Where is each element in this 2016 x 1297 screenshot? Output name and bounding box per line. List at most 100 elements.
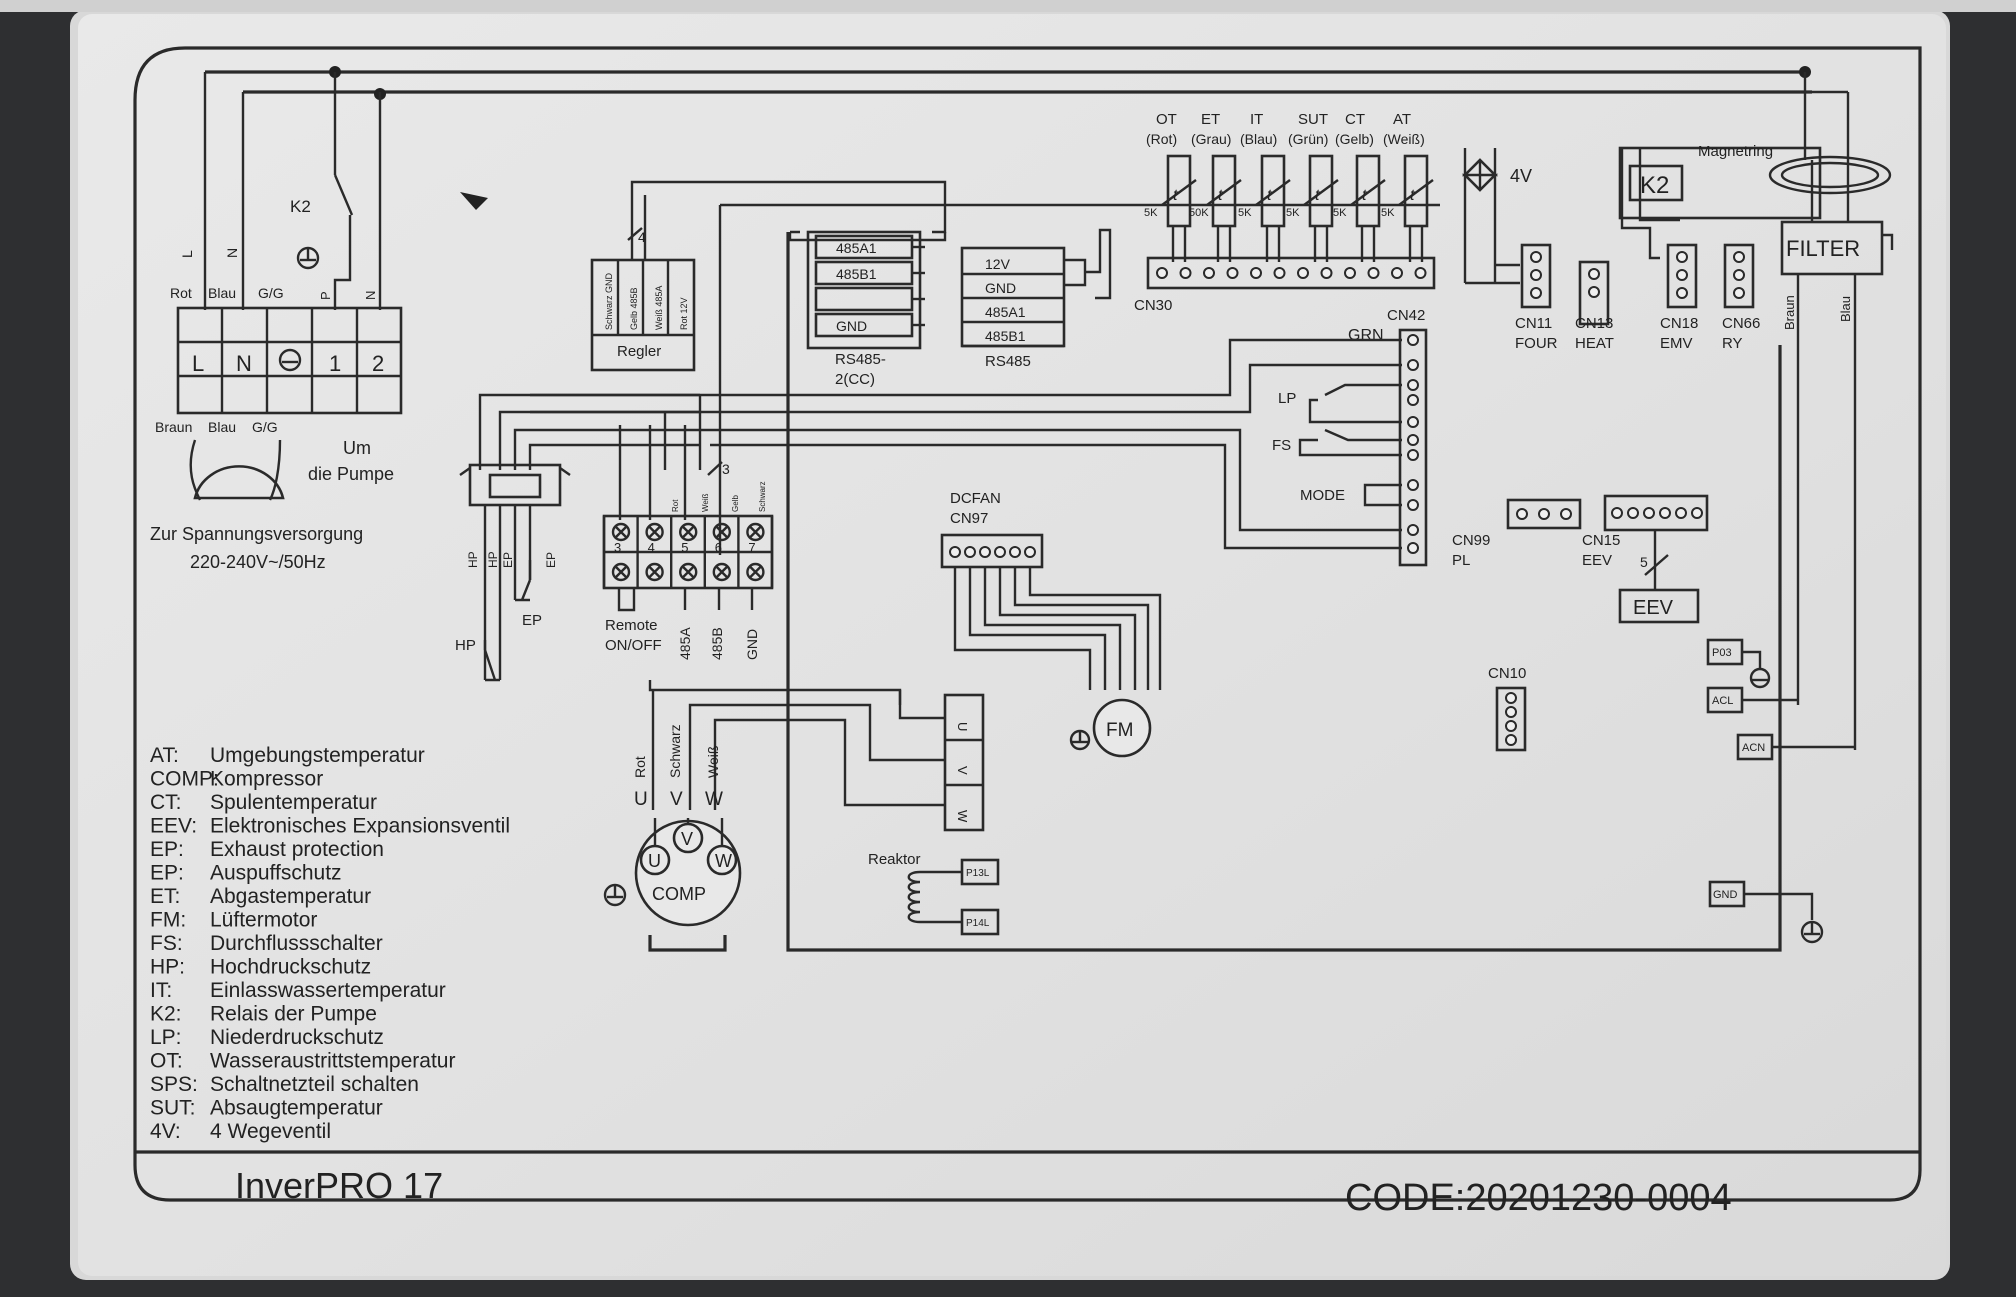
regler-wire-count: 4 — [638, 229, 646, 245]
legend: AT:UmgebungstemperaturCOMP:KompressorCT:… — [150, 744, 510, 1143]
uvw-connector: U V W — [651, 690, 985, 832]
cn99-name: PL — [1452, 552, 1470, 569]
legend-value: Schaltnetzteil schalten — [210, 1073, 419, 1096]
sensor-color: (Rot) — [1146, 131, 1177, 147]
pump-label-2: die Pumpe — [308, 464, 394, 484]
legend-value: Durchflussschalter — [210, 932, 383, 955]
top-connector-pin — [1530, 287, 1542, 299]
bottom-label-braun: Braun — [155, 419, 192, 435]
top-connector-pin — [1676, 269, 1688, 281]
reaktor: Reaktor P13L P14L — [868, 851, 1000, 936]
cn97-pin — [1009, 546, 1021, 558]
legend-key: COMP: — [150, 768, 219, 791]
comp-color-weiss: Weiß — [705, 746, 721, 778]
cn10-connector: CN10 — [1488, 665, 1526, 752]
term-gnd: GND — [1713, 889, 1738, 901]
legend-key: HP: — [150, 956, 185, 979]
cn30-pin — [1320, 267, 1333, 279]
tb-screw-cross — [614, 525, 628, 539]
term-acn: ACN — [1742, 742, 1765, 754]
cn42-pin — [1407, 524, 1419, 536]
legend-value: Auspuffschutz — [210, 862, 342, 885]
hp-label: HP — [455, 637, 476, 654]
tb-screw-cross — [647, 565, 662, 579]
top-connector-name: HEAT — [1575, 335, 1614, 352]
sensor-code: CT — [1345, 111, 1365, 128]
top-connector-cn: CN18 — [1660, 315, 1698, 332]
legend-key: IT: — [150, 979, 172, 1002]
regler-label: Regler — [617, 343, 661, 360]
cn42-fs: FS — [1272, 437, 1291, 454]
top-connector-name: FOUR — [1515, 335, 1558, 352]
line-label-l: L — [179, 250, 195, 258]
bottom-label-blau: Blau — [208, 419, 236, 435]
cn30-pin — [1273, 267, 1286, 279]
cn42-connector: CN42 GRN LP FS MODE — [530, 307, 1428, 567]
filter-wire-blau: Blau — [1838, 296, 1853, 322]
legend-value: Elektronisches Expansionsventil — [210, 815, 510, 838]
comp-color-rot: Rot — [632, 756, 648, 778]
comp-u-pin: U — [648, 851, 661, 871]
fm-ground-icon — [1069, 729, 1091, 751]
rs485cc-label-2: 2(CC) — [835, 371, 875, 388]
sensor-probe — [1308, 154, 1334, 228]
rs485cc-block — [806, 230, 922, 350]
fan-motor-label: FM — [1106, 720, 1133, 741]
top-connector-body — [1520, 243, 1552, 309]
pump-label-1: Um — [343, 438, 371, 458]
legend-key: SPS: — [150, 1073, 198, 1096]
rs485cc-row-label: 485A1 — [836, 240, 877, 256]
cn99-label: CN99 — [1452, 532, 1490, 549]
top-connector-pin — [1588, 268, 1600, 280]
tb-screw-cross — [647, 525, 662, 539]
supply-label-2: 220-240V~/50Hz — [190, 552, 326, 572]
model-name: InverPRO 17 — [235, 1165, 443, 1206]
comp-letter-v: V — [670, 789, 683, 810]
ep-pin-2: EP — [544, 552, 558, 568]
dcfan-cn97: DCFAN CN97 FM — [940, 490, 1162, 758]
hp-pin-1: HP — [466, 551, 480, 568]
uvw-w: W — [955, 810, 970, 823]
tb-remote-2: ON/OFF — [605, 637, 662, 654]
cn97-pin — [964, 546, 976, 558]
tb-number: 6 — [715, 540, 722, 555]
sensor-symbol: t — [1410, 187, 1415, 204]
sensor-thermistor-icon — [1206, 179, 1242, 206]
cn30-connector — [1146, 256, 1436, 290]
cn30-pin — [1344, 267, 1356, 279]
sensor-code: AT — [1393, 111, 1411, 128]
cn30-pin — [1203, 267, 1215, 279]
legend-value: Wasseraustrittstemperatur — [210, 1050, 455, 1073]
tb-screw-cross — [681, 565, 696, 579]
legend-value: Umgebungstemperatur — [210, 744, 425, 767]
reaktor-p14l: P14L — [966, 918, 990, 929]
legend-value: Spulentemperatur — [210, 791, 377, 814]
sensor-resistance: 5K — [1144, 207, 1158, 219]
right-terminals: P03 ACL ACN GND — [1706, 638, 1855, 944]
magnetring-filter: Magnetring FILTER Braun Blau — [1698, 143, 1894, 750]
cn42-pin — [1407, 499, 1419, 511]
cn42-pin — [1407, 416, 1419, 428]
sensor-symbol: t — [1315, 187, 1320, 204]
cn42-mode: MODE — [1300, 487, 1345, 504]
tb-screw-cross — [614, 565, 628, 579]
power-plug-icon — [193, 465, 285, 500]
bottom-label-gg: G/G — [252, 419, 278, 435]
cn10-label: CN10 — [1488, 665, 1526, 682]
tb-screw-icon — [645, 522, 664, 542]
top-connector-pin — [1676, 287, 1688, 299]
uvw-v: V — [955, 766, 970, 775]
legend-key: CT: — [150, 791, 182, 814]
legend-value: Relais der Pumpe — [210, 1003, 377, 1026]
magnetring-label: Magnetring — [1698, 143, 1773, 160]
cn15-connector: CN15 EEV 5 EEV — [1582, 494, 1709, 624]
legend-key: ET: — [150, 885, 180, 908]
cn30-pin — [1226, 267, 1239, 279]
compressor: Rot Schwarz Weiß U V W U V W COMP — [603, 724, 742, 952]
cn42-pin — [1407, 334, 1419, 346]
sensor-code: OT — [1156, 111, 1177, 128]
comp-letter-u: U — [634, 789, 648, 810]
wire-label-blau: Blau — [208, 285, 236, 301]
cn97-label: CN97 — [950, 510, 988, 527]
